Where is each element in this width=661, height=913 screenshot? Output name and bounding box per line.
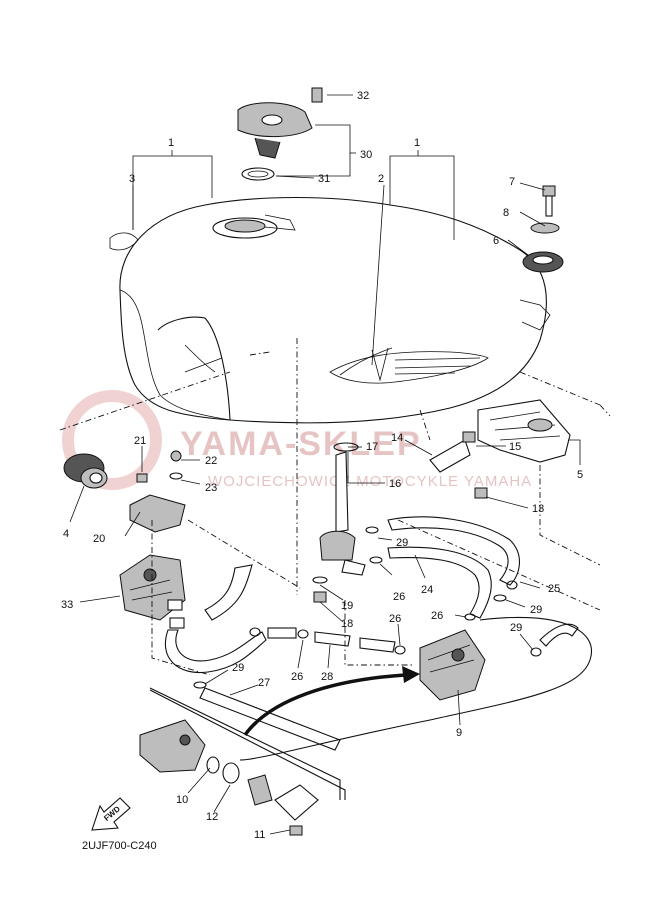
callout-29-a: 29 xyxy=(396,537,408,549)
callout-20: 20 xyxy=(93,533,105,545)
fuel-hoses xyxy=(164,516,579,751)
flow-arrow xyxy=(243,673,406,737)
callout-28: 28 xyxy=(321,671,333,683)
callout-3: 3 xyxy=(129,173,135,185)
callout-6: 6 xyxy=(493,235,499,247)
callout-13: 13 xyxy=(532,503,544,515)
fuel-pump-left xyxy=(119,554,186,629)
pump-detail-parts xyxy=(139,719,319,836)
callout-19: 19 xyxy=(341,600,353,612)
callout-22: 22 xyxy=(205,455,217,467)
mount-bolt-washer-grommet xyxy=(522,185,564,273)
rear-bracket xyxy=(477,399,571,463)
callout-9: 9 xyxy=(456,727,462,739)
callout-27: 27 xyxy=(258,677,270,689)
callout-15: 15 xyxy=(509,441,521,453)
callout-31: 31 xyxy=(318,173,330,185)
assembly-lines xyxy=(59,351,611,800)
hose-clips xyxy=(193,526,542,689)
callout-26-b: 26 xyxy=(431,610,443,622)
callout-26-c: 26 xyxy=(389,613,401,625)
callout-17: 17 xyxy=(366,441,378,453)
watermark-subtitle: WOJCIECHOWICZ MOTOCYKLE YAMAHA xyxy=(208,473,532,490)
callout-24: 24 xyxy=(421,584,433,596)
fwd-arrow-icon xyxy=(91,797,131,831)
callout-12: 12 xyxy=(206,811,218,823)
callout-2: 2 xyxy=(378,173,384,185)
watermark: YAMA-SKLEP WOJCIECHOWICZ MOTOCYKLE YAMAH… xyxy=(62,390,532,490)
callout-10: 10 xyxy=(176,794,188,806)
callout-29-d: 29 xyxy=(232,662,244,674)
callout-7: 7 xyxy=(509,176,515,188)
watermark-brand: YAMA-SKLEP xyxy=(180,425,422,463)
fuel-pump-main xyxy=(419,629,486,701)
callout-29-c: 29 xyxy=(510,622,522,634)
fuel-cock xyxy=(312,442,366,603)
side-cap-and-screws xyxy=(63,450,183,489)
callout-4: 4 xyxy=(63,528,69,540)
callout-1-left: 1 xyxy=(168,137,174,149)
callout-5: 5 xyxy=(577,469,583,481)
callout-23: 23 xyxy=(205,482,217,494)
callout-8: 8 xyxy=(503,207,509,219)
callout-18: 18 xyxy=(341,618,353,630)
pump-bracket xyxy=(129,494,186,533)
callout-labels: 1 1 2 3 4 5 6 7 8 9 10 11 12 13 14 15 16… xyxy=(61,90,583,841)
callout-26-d: 26 xyxy=(291,671,303,683)
watermark-logo xyxy=(62,390,162,490)
flow-arrow-head xyxy=(402,666,420,683)
leader-lines xyxy=(69,94,581,835)
callout-32: 32 xyxy=(357,90,369,102)
callout-1-right: 1 xyxy=(414,137,420,149)
callout-16: 16 xyxy=(389,478,401,490)
fuel-tank xyxy=(109,196,551,595)
callout-25: 25 xyxy=(548,583,560,595)
forward-direction-marker: FWD xyxy=(91,797,131,831)
callout-11: 11 xyxy=(254,829,265,841)
callout-33: 33 xyxy=(61,599,73,611)
hose-bracket xyxy=(429,431,488,499)
callout-26-a: 26 xyxy=(393,591,405,603)
callout-21: 21 xyxy=(134,435,146,447)
callout-30: 30 xyxy=(360,149,372,161)
callout-14: 14 xyxy=(391,432,403,444)
callout-29-b: 29 xyxy=(530,604,542,616)
fuel-cap-assembly xyxy=(237,87,323,181)
diagram-code: 2UJF700-C240 xyxy=(82,840,157,852)
